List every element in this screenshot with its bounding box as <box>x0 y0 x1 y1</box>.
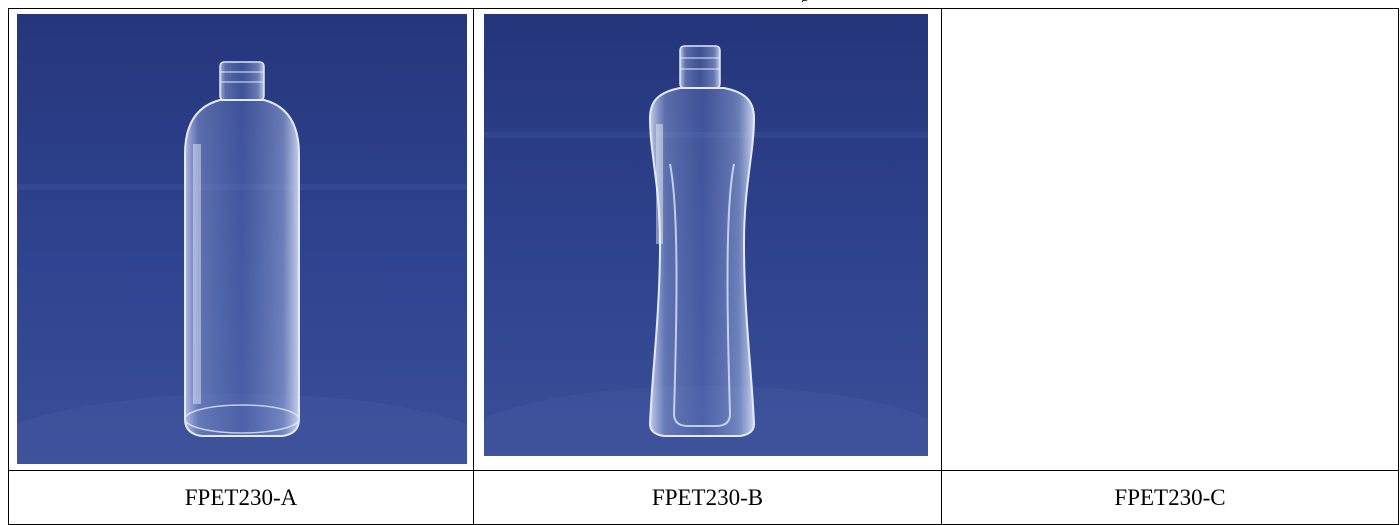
bottle-photo-shaped <box>484 14 928 456</box>
product-table: FPET230-A FPET230-B FPET230-C <box>8 8 1399 525</box>
photo-row <box>8 8 1399 471</box>
product-label-c: FPET230-C <box>941 470 1399 525</box>
product-label-b: FPET230-B <box>473 470 942 525</box>
photo-cell-c-empty <box>941 8 1399 471</box>
photo-cell-b <box>473 8 942 471</box>
cut-off-caption-fragment: g <box>800 0 810 2</box>
bottle-photo-round <box>17 14 467 464</box>
product-label-a: FPET230-A <box>8 470 474 525</box>
photo-cell-a <box>8 8 474 471</box>
label-row: FPET230-A FPET230-B FPET230-C <box>8 470 1399 525</box>
